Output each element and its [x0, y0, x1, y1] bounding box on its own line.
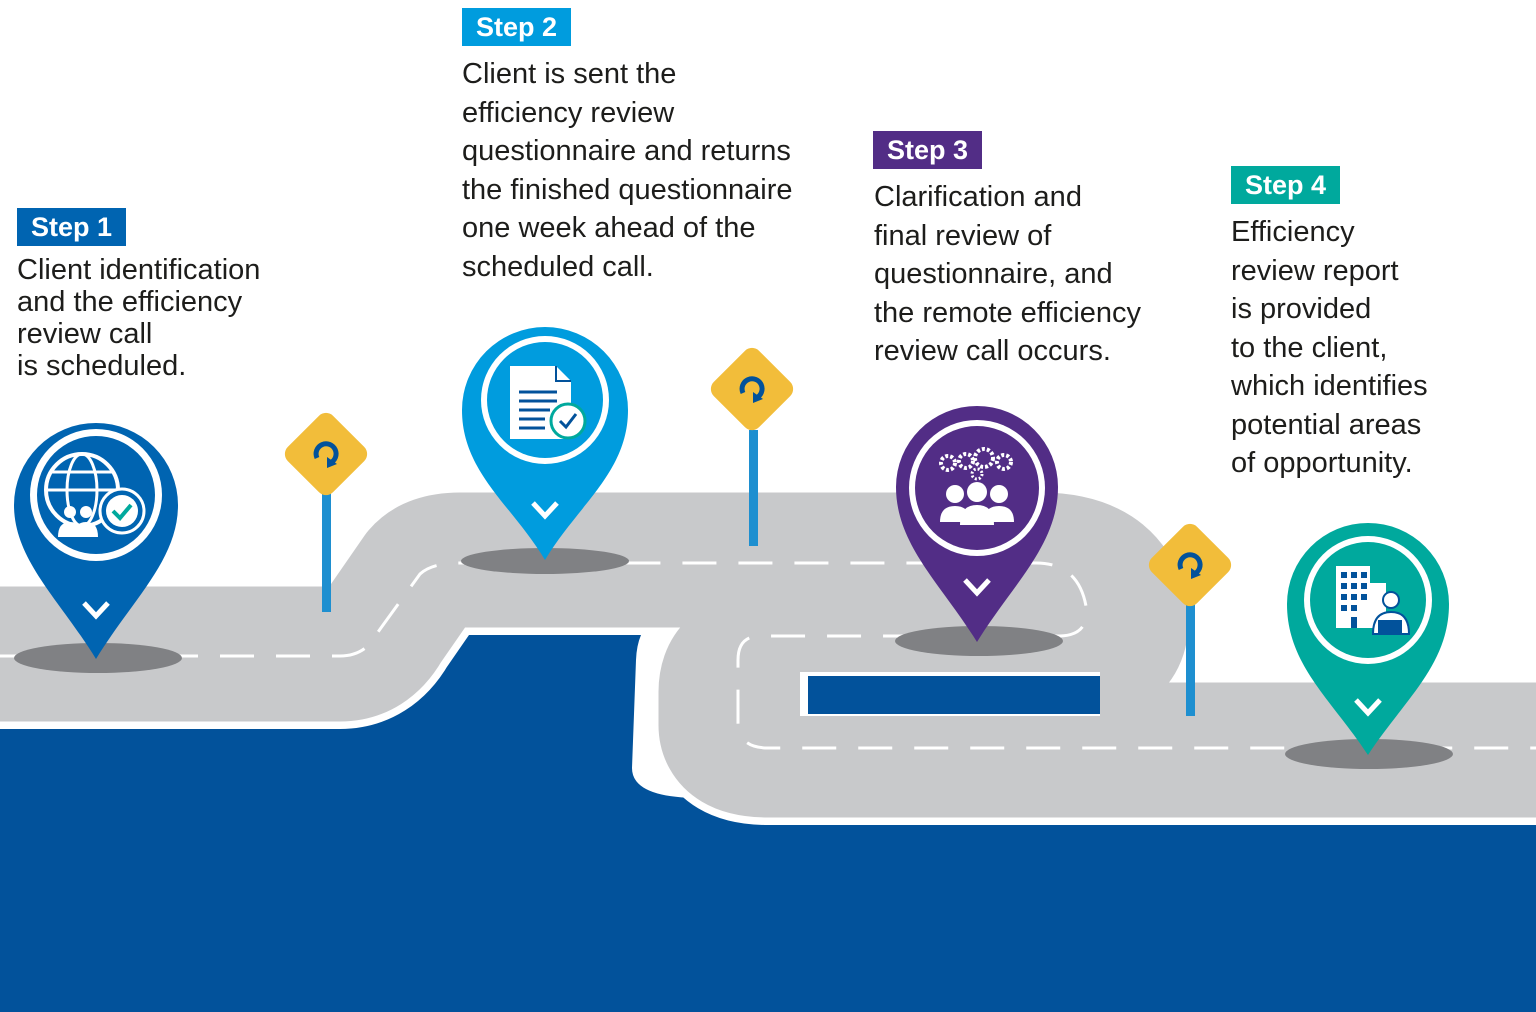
step-2-line: Client is sent the	[462, 58, 677, 90]
step-3-line: review call occurs.	[874, 335, 1111, 367]
step-2-badge: Step 2	[462, 8, 572, 46]
step-3-description: Clarification and final review of questi…	[874, 178, 1141, 371]
step-2-pin	[462, 327, 628, 560]
step-3-line: questionnaire, and	[874, 258, 1113, 290]
globe-team-check-icon	[44, 452, 146, 537]
step-3-badge: Step 3	[873, 131, 983, 169]
step-4-badge: Step 4	[1231, 166, 1341, 204]
step-3-pin	[896, 406, 1058, 642]
road-sign	[1148, 523, 1232, 716]
step-4-line: of opportunity.	[1231, 447, 1413, 479]
pin-shadow	[461, 548, 629, 574]
step-4-description: Efficiency review report is provided to …	[1231, 213, 1428, 483]
step-3-line: the remote efficiency	[874, 296, 1142, 329]
step-1-line: Client identification	[17, 254, 261, 286]
road-sign	[710, 347, 794, 546]
step-2-line: one week ahead of the	[462, 212, 756, 244]
step-1-pin	[13, 422, 178, 659]
step-1-description: Client identification and the efficiency…	[17, 254, 260, 382]
refresh-icon	[313, 441, 339, 468]
pin-shadow	[1285, 739, 1453, 769]
step-4-line: Efficiency	[1231, 216, 1355, 248]
step-1-badge: Step 1	[17, 208, 127, 246]
document-check-icon	[510, 366, 587, 440]
road-center-line	[0, 561, 1536, 750]
refresh-icon	[739, 376, 765, 403]
step-1-line: and the efficiency	[17, 286, 243, 318]
step-1-line: is scheduled.	[17, 350, 187, 382]
step-3-line: final review of	[874, 219, 1052, 252]
step-4-line: review report	[1231, 254, 1399, 287]
step-4-line: is provided	[1231, 293, 1372, 325]
step-2-line: scheduled call.	[462, 250, 654, 283]
team-gears-icon	[939, 447, 1014, 525]
refresh-icon	[1177, 552, 1203, 579]
step-2-line: questionnaire and returns	[462, 135, 791, 167]
step-4-pin	[1287, 523, 1449, 755]
step-2-line: efficiency review	[462, 96, 675, 129]
step-2-line: the finished questionnaire	[462, 173, 793, 206]
step-3-line: Clarification and	[874, 181, 1082, 213]
step-4-line: potential areas	[1231, 408, 1422, 441]
road-sign	[284, 412, 368, 612]
step-1-line: review call	[17, 318, 153, 350]
road-inner-gap-fill	[808, 676, 1100, 714]
step-4-line: which identifies	[1231, 370, 1428, 402]
step-4-line: to the client,	[1231, 331, 1388, 364]
office-building-worker-icon	[1336, 566, 1411, 635]
step-2-description: Client is sent the efficiency review que…	[462, 55, 793, 286]
pin-shadow	[14, 643, 182, 673]
pin-shadow	[895, 626, 1063, 656]
